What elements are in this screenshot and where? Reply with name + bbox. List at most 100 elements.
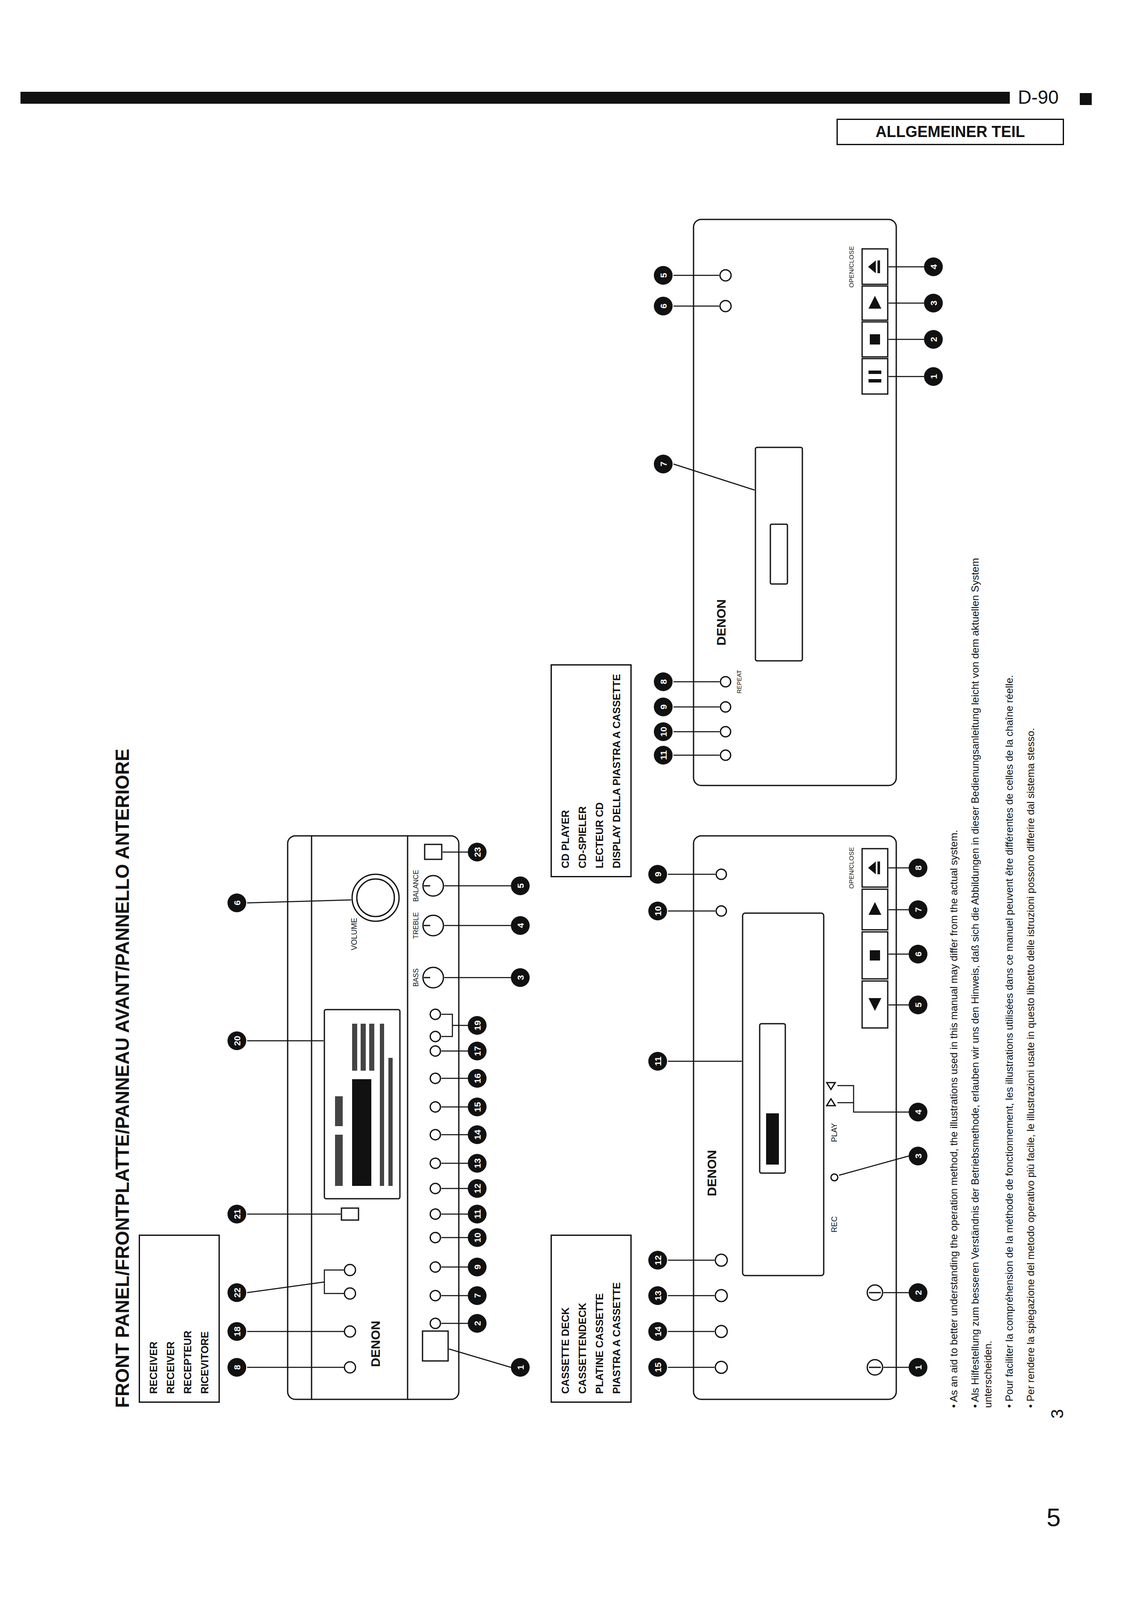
callout-number: 7	[908, 900, 928, 919]
box-text: RECEPTEUR	[179, 1243, 197, 1394]
box-text: RECEIVER	[162, 1243, 180, 1394]
cd-leader-lines-part	[888, 338, 925, 341]
receiver-drawing-part	[430, 1129, 441, 1140]
cd-player-drawing-part	[719, 300, 732, 312]
panel-marking: VOLUME	[349, 917, 359, 951]
receiver-leader-lines-part	[444, 924, 511, 927]
callout-number: 4	[510, 915, 530, 935]
receiver-leader-lines-part	[444, 976, 511, 979]
cassette-deck-drawing-part	[759, 1023, 786, 1173]
callout-number: 15	[467, 1097, 487, 1117]
panel-marking: REPEAT	[735, 670, 743, 694]
callout-number: 16	[467, 1068, 487, 1088]
callout-number: 1	[510, 1357, 530, 1377]
receiver-drawing-part	[430, 1232, 441, 1243]
cassette-deck-drawing	[693, 835, 897, 1400]
receiver-leader-lines-part	[441, 1050, 468, 1052]
cassette-deck-drawing-part	[742, 912, 824, 1276]
callout-number: 5	[510, 876, 530, 895]
cd-leader-lines-part	[673, 274, 720, 277]
footnote: • Pour faciliter la compréhension de la …	[1002, 489, 1016, 1408]
cd-leader-lines-part	[673, 681, 720, 683]
panel-marking: REC	[830, 1215, 840, 1233]
receiver-leader-lines-part	[441, 1322, 468, 1324]
callout-number: 9	[653, 697, 673, 717]
callout-number: 8	[653, 672, 673, 691]
box-text: RECEIVER	[145, 1243, 163, 1394]
receiver-leader-lines-part	[448, 1348, 511, 1368]
cd-player-drawing-part	[693, 219, 897, 786]
cassette-leader-lines-part	[667, 873, 716, 875]
receiver-drawing-part	[430, 1101, 441, 1112]
cd-player-drawing-part	[770, 524, 788, 584]
callout-number: 8	[227, 1357, 247, 1377]
cd-leader-lines-part	[888, 302, 925, 304]
receiver-drawing-part	[430, 1290, 441, 1301]
receiver-drawing-part	[360, 1023, 366, 1071]
notes-block: • As an aid to better understanding the …	[947, 489, 1046, 1408]
cassette-deck-drawing-part	[868, 861, 876, 875]
cassette-deck-drawing-part	[830, 1173, 838, 1181]
cd-player-drawing-part	[868, 378, 882, 383]
callout-number: 1	[924, 367, 943, 386]
receiver-drawing-part	[422, 875, 444, 896]
cd-player-drawing-part	[862, 321, 888, 357]
section-heading-box: ALLGEMEINER TEIL	[836, 118, 1064, 146]
panel-marking: BALANCE	[412, 869, 420, 902]
footnote: • As an aid to better understanding the …	[947, 489, 961, 1408]
receiver-drawing-part	[352, 1023, 358, 1071]
callout-number: 10	[653, 722, 673, 741]
footnote: • Als Hilfestellung zum besseren Verstän…	[968, 489, 995, 1408]
box-text: CASSETTENDECK	[574, 1243, 592, 1394]
receiver-drawing-part	[424, 844, 442, 860]
cd-player-drawing-part	[755, 447, 803, 661]
panel-marking: OPEN/CLOSE	[847, 245, 855, 288]
cd-player-drawing-part	[862, 358, 888, 394]
cassette-leader-lines-part	[888, 1004, 909, 1006]
callout-number: 6	[908, 944, 928, 964]
callout-number: 12	[648, 1250, 668, 1270]
callout-number: 5	[653, 265, 673, 285]
receiver-leader-lines-part	[441, 1187, 468, 1190]
receiver-drawing-part	[423, 976, 431, 979]
cd-player-drawing-part	[862, 248, 888, 285]
device-name-box: CASSETTE DECKCASSETTENDECKPLATINE CASSET…	[550, 1234, 632, 1403]
receiver-drawing-part	[423, 885, 431, 887]
receiver-drawing-part	[335, 1134, 343, 1186]
callout-number: 3	[908, 1146, 928, 1166]
callout-number: 7	[653, 454, 673, 474]
receiver-leader-lines-part	[247, 1040, 324, 1042]
cassette-leader-lines-part	[837, 1085, 909, 1112]
cassette-deck-drawing-part	[869, 950, 881, 961]
cassette-deck-drawing-part	[693, 835, 897, 1400]
cd-leader-lines	[673, 266, 925, 755]
receiver-leader-lines-part	[247, 899, 352, 903]
callout-number: 3	[924, 293, 943, 313]
cassette-deck-drawing-part	[862, 980, 888, 1028]
receiver-leader-lines-part	[441, 1162, 468, 1164]
callout-number: 6	[227, 893, 247, 913]
callout-number: 6	[653, 296, 673, 316]
cassette-deck-drawing-part	[868, 901, 882, 915]
receiver-drawing-part	[422, 1330, 449, 1361]
cd-player-drawing-part	[868, 295, 882, 309]
callout-number: 14	[648, 1321, 668, 1341]
callout-number: 20	[227, 1031, 247, 1050]
receiver-drawing-part	[352, 874, 400, 922]
header-bar-part	[20, 91, 1010, 104]
box-text: LECTEUR CD	[591, 673, 609, 869]
cassette-leader-lines	[667, 867, 909, 1368]
callout-number: 13	[467, 1153, 487, 1173]
cassette-deck-drawing-part	[862, 931, 888, 979]
cd-leader-lines-part	[888, 376, 925, 378]
cassette-deck-drawing-part	[715, 1361, 728, 1373]
receiver-drawing-part	[287, 835, 459, 1400]
receiver-drawing-part	[430, 1008, 441, 1020]
receiver-drawing-part	[356, 878, 395, 917]
cassette-leader-lines-part	[667, 910, 716, 912]
callout-number: 17	[467, 1041, 487, 1061]
box-text: RICEVITORE	[196, 1243, 214, 1394]
cassette-deck-drawing-part	[867, 1359, 883, 1375]
cassette-leader-lines-part	[888, 909, 909, 911]
